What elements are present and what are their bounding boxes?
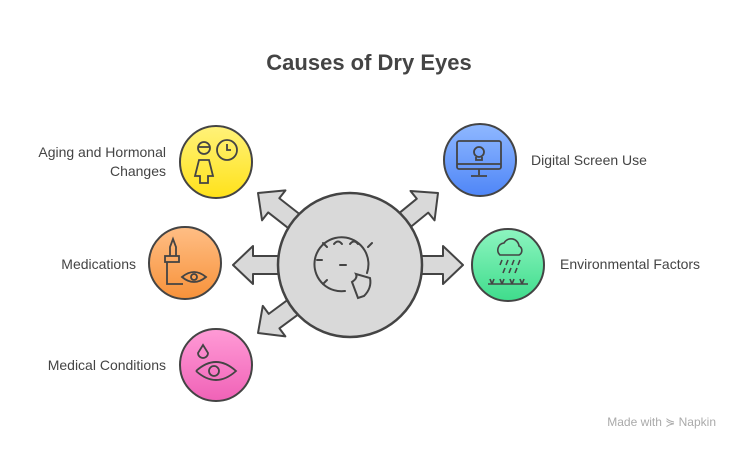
napkin-watermark: Made with ⋟ Napkin — [607, 415, 716, 429]
monitor-icon — [456, 140, 502, 177]
person-clock-icon — [193, 139, 238, 184]
label-digital-screen: Digital Screen Use — [531, 152, 647, 168]
label-environmental: Environmental Factors — [560, 256, 701, 272]
cause-circle-digital-screen — [443, 123, 517, 197]
cause-circle-medications — [148, 226, 222, 300]
diagram-title: Causes of Dry Eyes — [266, 50, 472, 75]
label-medical-conditions: Medical Conditions — [47, 357, 166, 373]
cause-circle-environmental — [471, 228, 545, 302]
dry-face-icon — [313, 236, 373, 300]
label-medications: Medications — [61, 256, 136, 272]
rain-grass-icon — [488, 238, 528, 285]
tear-eye-icon — [195, 343, 238, 381]
label-aging: Aging and Hormonal Changes — [38, 144, 166, 179]
eyedrop-bottle-icon — [164, 236, 208, 285]
center-circle — [276, 191, 424, 339]
cause-circle-medical-conditions — [179, 328, 253, 402]
cause-circle-aging — [179, 125, 253, 199]
